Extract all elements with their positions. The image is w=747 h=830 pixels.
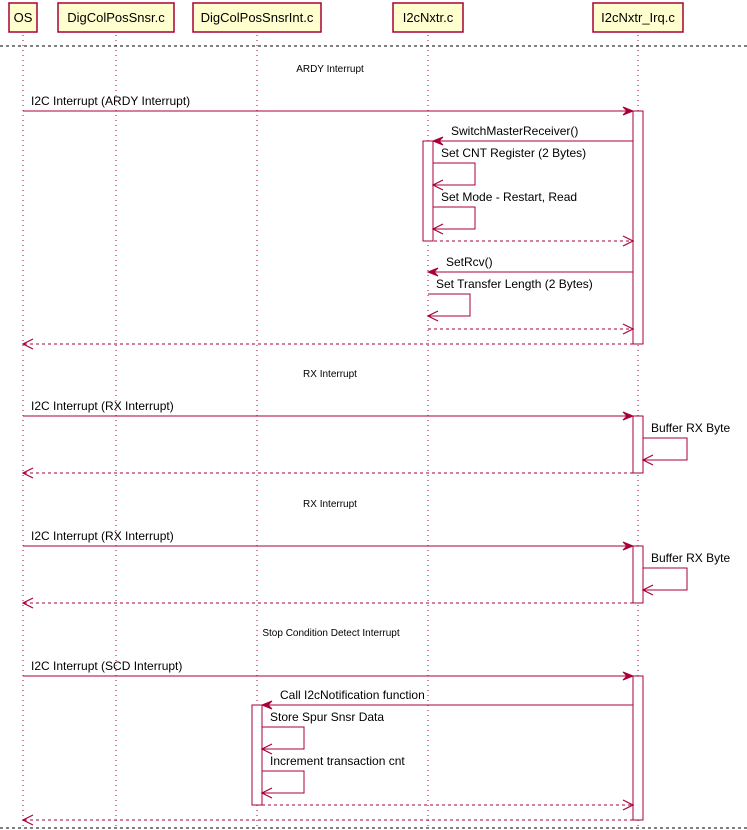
arrow-head [622, 411, 635, 421]
self-message-line [643, 567, 688, 591]
message-label: Increment transaction cnt [270, 754, 405, 768]
participant-label: OS [14, 10, 33, 25]
message-label: I2C Interrupt (RX Interrupt) [31, 529, 174, 543]
message-label: Call I2cNotification function [280, 688, 425, 702]
arrow-head [426, 310, 439, 322]
activations [251, 110, 644, 821]
arrow-head [21, 467, 34, 479]
arrow-head [622, 541, 635, 551]
participant-i2c-nxtr-irq: I2cNxtr_Irq.c [592, 2, 684, 33]
arrow-head [622, 106, 635, 116]
participant-os: OS [8, 2, 38, 33]
participant-label: DigColPosSnsr.c [67, 10, 165, 25]
self-message-line [262, 770, 305, 794]
message-label: SwitchMasterReceiver() [451, 124, 578, 138]
participant-dig-col-pos-snsr: DigColPosSnsr.c [57, 2, 175, 33]
arrow-head [21, 814, 34, 826]
participant-label: I2cNxtr.c [403, 10, 454, 25]
arrow-head [260, 787, 273, 799]
activation-bar [632, 545, 644, 604]
arrow-head [622, 235, 635, 247]
message-label: Buffer RX Byte [651, 551, 730, 565]
message-label: Set Transfer Length (2 Bytes) [436, 277, 593, 291]
participant-i2c-nxtr: I2cNxtr.c [392, 2, 464, 33]
activation-bar [632, 415, 644, 474]
section-label: RX Interrupt [303, 499, 357, 510]
self-message-line [433, 162, 476, 186]
section-label: Stop Condition Detect Interrupt [262, 628, 400, 639]
self-message-line [428, 293, 471, 317]
message-label: I2C Interrupt (SCD Interrupt) [31, 659, 182, 673]
arrow-head [260, 700, 273, 710]
arrow-head [21, 597, 34, 609]
arrow-head [622, 671, 635, 681]
self-message-line [643, 437, 688, 461]
participant-dig-col-pos-snsr-int: DigColPosSnsrInt.c [192, 2, 322, 33]
message-label: Set Mode - Restart, Read [441, 190, 577, 204]
arrow-head [431, 223, 444, 235]
section-label: RX Interrupt [303, 369, 357, 380]
arrow-head [426, 267, 439, 277]
activation-bar [422, 140, 434, 242]
activation-bar [251, 704, 263, 806]
message-label: SetRcv() [446, 255, 493, 269]
arrow-head [431, 136, 444, 146]
participants: OS DigColPosSnsr.c DigColPosSnsrInt.c I2… [8, 2, 684, 33]
message-label: Store Spur Snsr Data [270, 710, 384, 724]
sections: ARDY Interrupt RX Interrupt RX Interrupt… [262, 64, 400, 639]
participant-label: DigColPosSnsrInt.c [201, 10, 314, 25]
self-message-line [433, 206, 476, 230]
arrow-head [622, 323, 635, 335]
arrow-head [260, 743, 273, 755]
message-label: Buffer RX Byte [651, 421, 730, 435]
participant-label: I2cNxtr_Irq.c [601, 10, 675, 25]
activation-bar [632, 110, 644, 345]
activation-bar [632, 675, 644, 821]
arrow-head [21, 338, 34, 350]
message-label: I2C Interrupt (RX Interrupt) [31, 399, 174, 413]
arrow-head [641, 454, 654, 466]
messages: I2C Interrupt (ARDY Interrupt) SwitchMast… [21, 94, 730, 826]
message-label: Set CNT Register (2 Bytes) [441, 146, 586, 160]
section-label: ARDY Interrupt [296, 64, 364, 75]
self-message-line [262, 726, 305, 750]
arrow-head [431, 179, 444, 191]
message-label: I2C Interrupt (ARDY Interrupt) [31, 94, 190, 108]
arrow-head [622, 799, 635, 811]
arrow-head [641, 584, 654, 596]
